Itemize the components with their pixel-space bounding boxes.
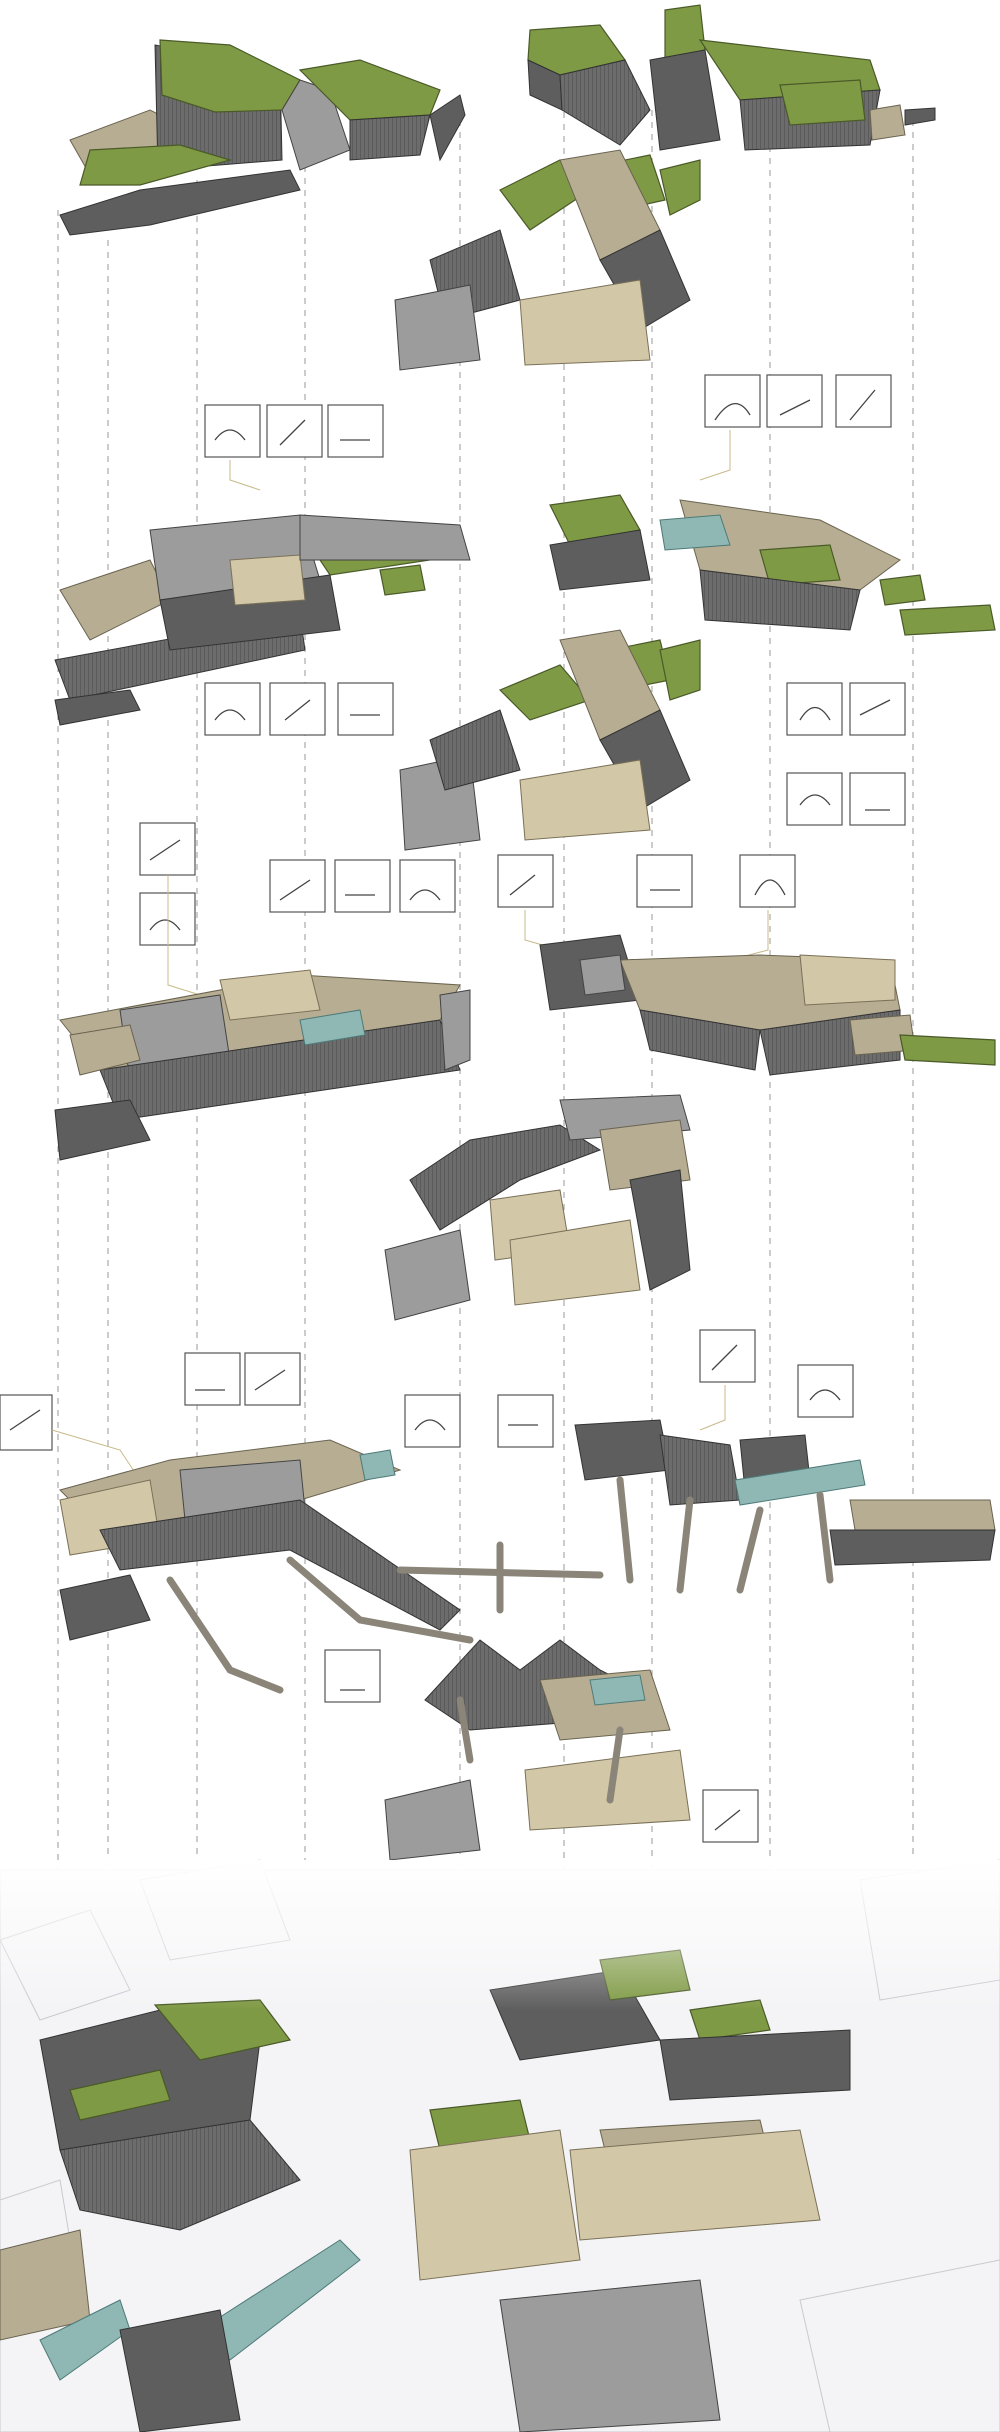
carding-icon xyxy=(497,854,554,908)
level-3-right xyxy=(539,934,996,1076)
felting-icon xyxy=(786,682,843,736)
felting-icon xyxy=(699,1329,756,1383)
level-1-roof-left xyxy=(59,39,466,236)
pictograms-row-b xyxy=(139,682,906,996)
level-2-core xyxy=(399,629,701,851)
vat-icon xyxy=(849,772,906,826)
level-3-core xyxy=(384,1094,691,1321)
storage-icon xyxy=(184,1352,241,1406)
level-1-roof-right xyxy=(527,4,936,151)
cutting-icon xyxy=(327,404,384,458)
level-3-left xyxy=(54,969,471,1161)
drying-icon xyxy=(636,854,693,908)
craft-icon xyxy=(849,682,906,736)
pictograms-row-c xyxy=(0,1329,854,1843)
weaving-icon xyxy=(797,1364,854,1418)
craft-icon xyxy=(404,1394,461,1448)
level-4-core xyxy=(384,1639,691,1861)
level-4-right xyxy=(574,1419,996,1594)
drying-icon xyxy=(269,682,326,736)
level-2-right xyxy=(549,494,996,636)
sheep-icon xyxy=(497,1394,554,1448)
level-4-left xyxy=(59,1439,604,1694)
weighing-icon xyxy=(324,1649,381,1703)
spinning-icon xyxy=(702,1789,759,1843)
cutting-icon xyxy=(399,859,456,913)
machine-icon xyxy=(786,772,843,826)
dyeing-icon xyxy=(204,682,261,736)
dyeing-icon xyxy=(334,859,391,913)
weighing-icon xyxy=(204,404,261,458)
pictograms-row-a xyxy=(204,374,892,491)
carding-icon xyxy=(766,374,823,428)
level-1-core xyxy=(394,149,701,371)
washing-icon xyxy=(704,374,761,428)
level-2-left xyxy=(54,514,471,726)
weaving-icon xyxy=(337,682,394,736)
spinning-icon xyxy=(835,374,892,428)
spinning-icon xyxy=(269,859,326,913)
machine-icon xyxy=(0,1394,53,1451)
site-context xyxy=(0,1859,1000,2432)
